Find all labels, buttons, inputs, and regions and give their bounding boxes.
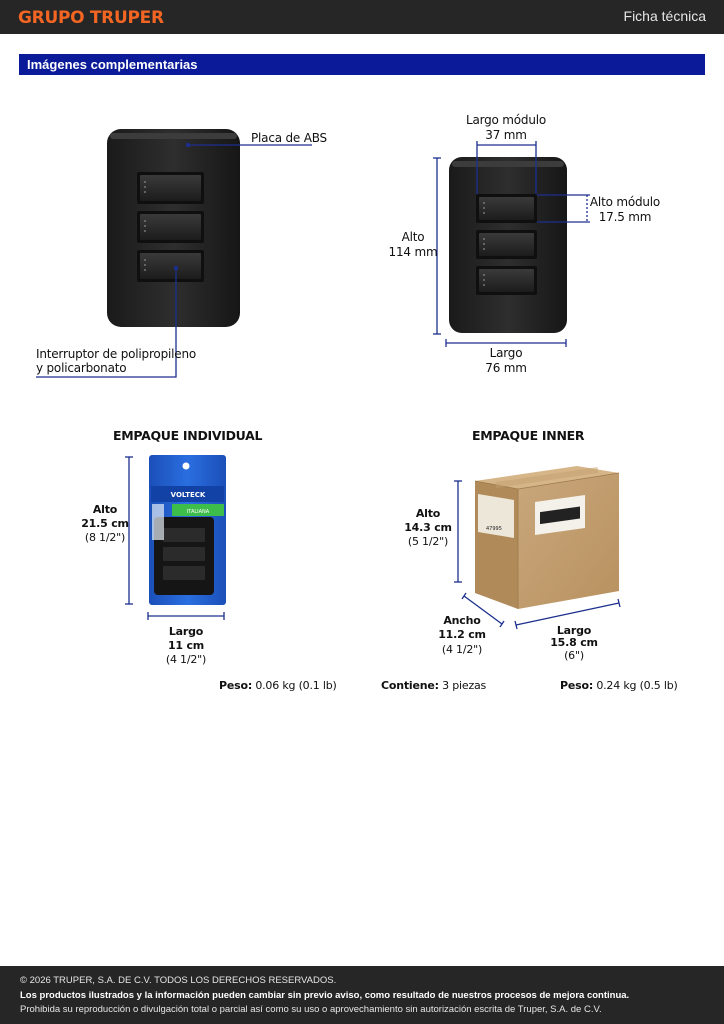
inner-length-in: (6") xyxy=(564,649,584,662)
section-title: Imágenes complementarias xyxy=(27,57,198,72)
inner-weight-value: 0.24 kg (0.5 lb) xyxy=(596,679,678,692)
individual-height-in: (8 1/2") xyxy=(84,531,126,544)
document-type: Ficha técnica xyxy=(623,8,706,24)
inner-box-image: 47995 xyxy=(474,466,620,609)
switch-material-label-line1: Interruptor de polipropileno xyxy=(36,347,196,361)
switch-material-label-line2: y policarbonato xyxy=(36,361,127,375)
module-length-label: Largo módulo xyxy=(465,113,547,127)
footer-legal: Prohibida su reproducción o divulgación … xyxy=(20,1004,602,1015)
length-label: Largo xyxy=(489,346,523,360)
callout-lines xyxy=(36,144,312,378)
individual-weight: Peso: 0.06 kg (0.1 lb) xyxy=(219,679,337,693)
package-brand-text: VOLTECK xyxy=(171,491,206,499)
individual-dimension-lines xyxy=(125,456,225,620)
height-value: 114 mm xyxy=(388,245,438,259)
top-bar: GRUPO TRUPER Ficha técnica xyxy=(0,0,724,34)
inner-contains: Contiene: 3 piezas xyxy=(381,679,486,693)
individual-weight-value: 0.06 kg (0.1 lb) xyxy=(255,679,337,692)
individual-length-cm: 11 cm xyxy=(167,639,205,652)
individual-pack-heading: EMPAQUE INDIVIDUAL xyxy=(113,428,263,443)
inner-width-label: Ancho xyxy=(443,614,481,627)
package-tag-text: ITALIANA xyxy=(187,509,210,515)
length-value: 76 mm xyxy=(485,361,527,375)
module-height-label: Alto módulo xyxy=(589,195,661,209)
inner-height-in: (5 1/2") xyxy=(407,535,449,548)
individual-height-cm: 21.5 cm xyxy=(81,517,129,530)
inner-dimension-lines xyxy=(454,480,621,630)
svg-text:47995: 47995 xyxy=(486,526,502,532)
dimensioned-plate-image xyxy=(449,157,567,333)
individual-package-image: VOLTECK ITALIANA xyxy=(149,455,226,605)
inner-pack-heading: EMPAQUE INNER xyxy=(472,428,585,443)
inner-width-in: (4 1/2") xyxy=(441,643,483,656)
inner-weight: Peso: 0.24 kg (0.5 lb) xyxy=(560,679,678,693)
module-height-value: 17.5 mm xyxy=(598,210,652,224)
footer-copyright: © 2026 TRUPER, S.A. DE C.V. TODOS LOS DE… xyxy=(20,975,337,986)
inner-weight-label: Peso: xyxy=(560,679,594,692)
section-header: Imágenes complementarias xyxy=(19,54,705,75)
individual-length-in: (4 1/2") xyxy=(165,653,207,666)
footer: © 2026 TRUPER, S.A. DE C.V. TODOS LOS DE… xyxy=(0,966,724,1024)
dimension-lines xyxy=(433,141,590,347)
inner-height-label: Alto xyxy=(415,507,441,520)
height-label: Alto xyxy=(401,230,425,244)
inner-length-cm: 15.8 cm xyxy=(550,636,598,649)
inner-length-label: Largo xyxy=(556,624,592,637)
switch-plate-image xyxy=(107,129,240,327)
individual-height-label: Alto xyxy=(92,503,118,516)
inner-contains-value: 3 piezas xyxy=(442,679,487,692)
plate-material-label: Placa de ABS xyxy=(251,131,327,145)
inner-height-cm: 14.3 cm xyxy=(404,521,452,534)
individual-weight-label: Peso: xyxy=(219,679,253,692)
footer-notice: Los productos ilustrados y la informació… xyxy=(20,990,630,1001)
module-length-value: 37 mm xyxy=(485,128,527,142)
inner-width-cm: 11.2 cm xyxy=(438,628,486,641)
brand-logo: GRUPO TRUPER xyxy=(18,8,164,28)
inner-contains-label: Contiene: xyxy=(381,679,439,692)
individual-length-label: Largo xyxy=(168,625,204,638)
